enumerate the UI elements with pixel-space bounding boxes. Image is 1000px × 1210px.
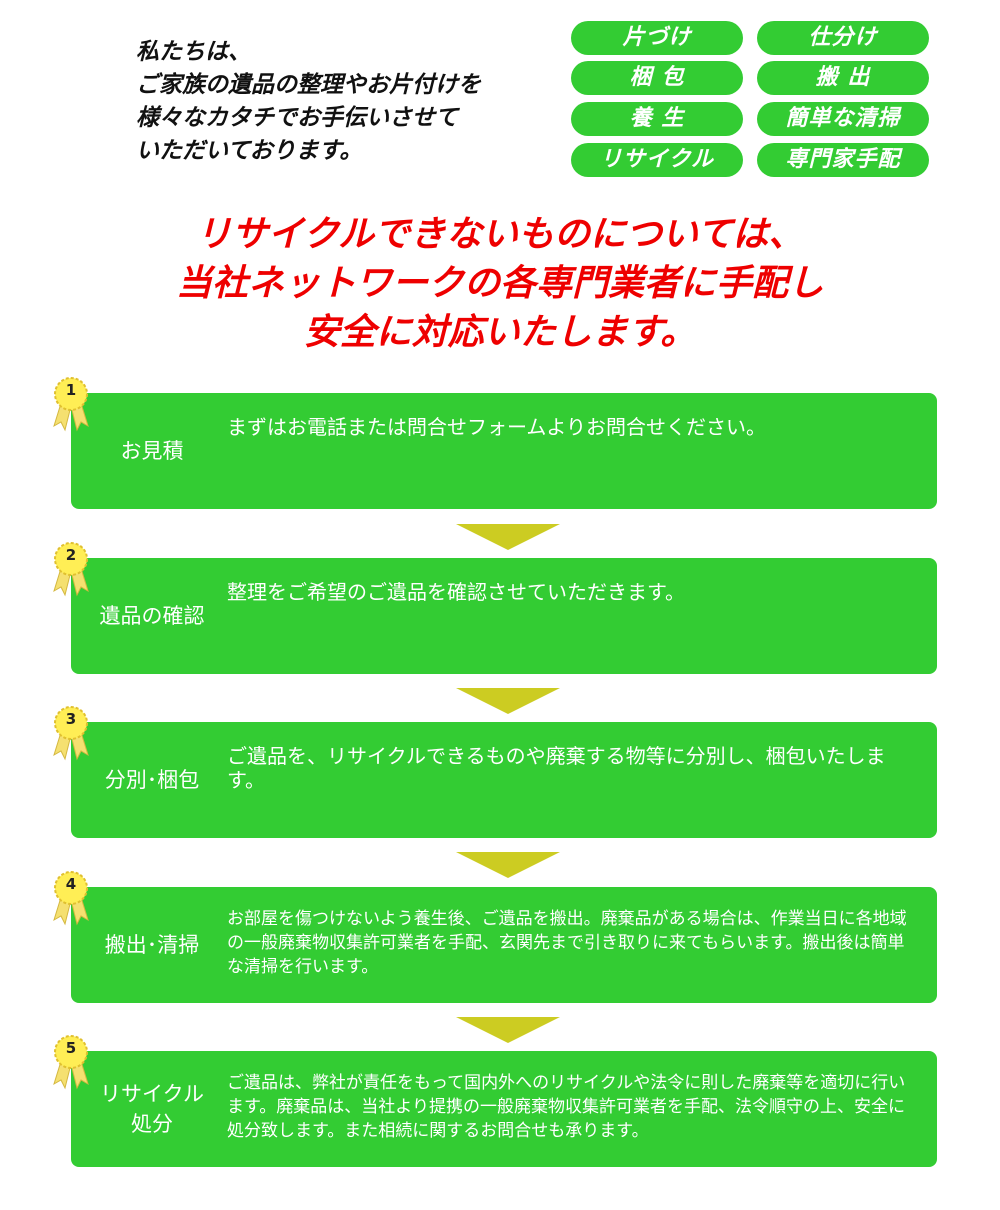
intro-line: 私たちは、 (136, 39, 251, 65)
service-tag-specialist: 専門家手配 (757, 143, 929, 177)
headline-line: リサイクルできないものについては、 (195, 214, 805, 255)
intro-line: ご家族の遺品の整理やお片付けを (136, 72, 481, 98)
step-card-4: 搬出･清掃 お部屋を傷つけないよう養生後、ご遺品を搬出。廃棄品がある場合は、作業… (71, 887, 937, 1003)
down-arrow-icon (456, 1017, 560, 1043)
service-tag-protect: 養 生 (571, 102, 743, 136)
service-tag-tidy: 片づけ (571, 21, 743, 55)
step-card-3: 分別･梱包 ご遺品を、リサイクルできるものや廃棄する物等に分別し、梱包いたします… (71, 722, 937, 838)
step-title: 分別･梱包 (104, 768, 200, 792)
ribbon-badge-icon: 5 (50, 1034, 92, 1090)
step-description: ご遺品は、弊社が責任をもって国内外へのリサイクルや法令に則した廃棄等を適切に行い… (227, 1073, 906, 1141)
step-number: 5 (65, 1039, 77, 1057)
step-title: リサイクル 処分 (100, 1082, 204, 1136)
service-tag-sort: 仕分け (757, 21, 929, 55)
ribbon-badge-icon: 4 (50, 870, 92, 926)
service-tag-cleaning: 簡単な清掃 (757, 102, 929, 136)
step-description: 整理をご希望のご遺品を確認させていただきます。 (227, 580, 685, 604)
headline-line: 当社ネットワークの各専門業者に手配し (175, 263, 824, 304)
headline-line: 安全に対応いたします。 (303, 312, 697, 353)
step-number: 2 (65, 546, 77, 564)
ribbon-badge-icon: 3 (50, 705, 92, 761)
step-title: 遺品の確認 (99, 604, 205, 628)
headline: リサイクルできないものについては、 当社ネットワークの各専門業者に手配し 安全に… (0, 210, 1000, 357)
ribbon-badge-icon: 2 (50, 541, 92, 597)
step-number: 1 (65, 381, 77, 399)
step-description: まずはお電話または問合せフォームよりお問合せください。 (227, 415, 766, 439)
step-card-2: 遺品の確認 整理をご希望のご遺品を確認させていただきます。 (71, 558, 937, 674)
step-card-1: お見積 まずはお電話または問合せフォームよりお問合せください。 (71, 393, 937, 509)
step-description: お部屋を傷つけないよう養生後、ご遺品を搬出。廃棄品がある場合は、作業当日に各地域… (227, 909, 907, 977)
down-arrow-icon (456, 688, 560, 714)
service-tag-pack: 梱 包 (571, 61, 743, 95)
step-title: お見積 (120, 439, 184, 463)
step-description: ご遺品を、リサイクルできるものや廃棄する物等に分別し、梱包いたします。 (227, 744, 886, 792)
ribbon-badge-icon: 1 (50, 376, 92, 432)
intro-line: 様々なカタチでお手伝いさせて (136, 105, 458, 131)
step-card-5: リサイクル 処分 ご遺品は、弊社が責任をもって国内外へのリサイクルや法令に則した… (71, 1051, 937, 1167)
service-tag-recycle: リサイクル (571, 143, 743, 177)
service-tag-carry-out: 搬 出 (757, 61, 929, 95)
step-title: 搬出･清掃 (104, 933, 200, 957)
intro-text: 私たちは、 ご家族の遺品の整理やお片付けを 様々なカタチでお手伝いさせて いただ… (136, 36, 556, 168)
down-arrow-icon (456, 524, 560, 550)
step-number: 4 (65, 875, 77, 893)
step-number: 3 (65, 710, 77, 728)
down-arrow-icon (456, 852, 560, 878)
intro-line: いただいております。 (136, 138, 363, 164)
